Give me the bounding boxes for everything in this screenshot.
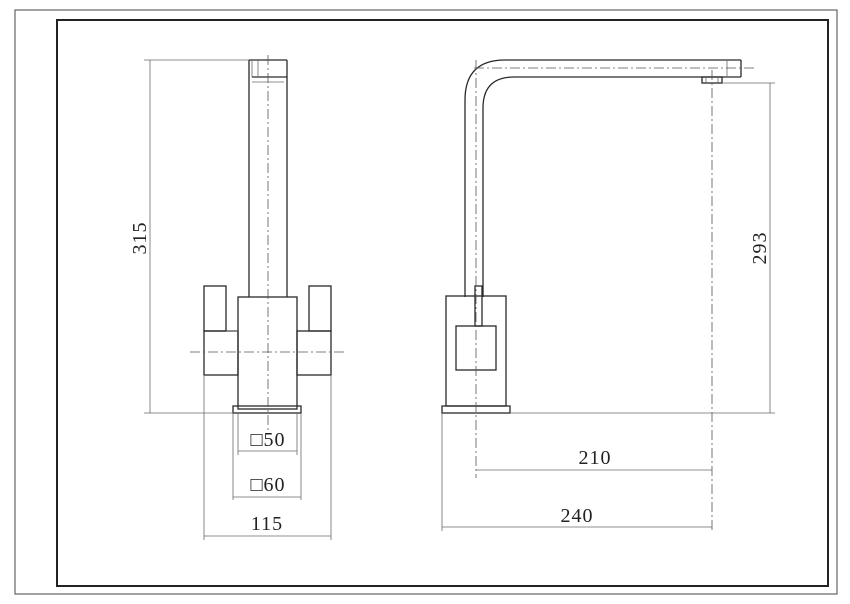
dimension-315: 315 [129,59,249,414]
dimension-label-square-60: □60 [250,474,285,496]
dimension-label-210: 210 [579,447,612,469]
dimension-label-115: 115 [251,513,283,535]
drawing-frame [14,9,838,595]
side-spout [464,59,742,297]
dimension-label-240: 240 [561,505,594,527]
dimension-base-squares: □50 □60 [232,413,302,500]
right-handle [296,285,332,376]
dimension-label-293: 293 [749,232,771,265]
dimension-115: 115 [203,375,332,540]
front-base [232,405,302,414]
dimension-293: 293 [510,82,775,414]
dimension-240: 240 [441,413,712,531]
front-body [237,296,298,410]
front-view [190,55,345,430]
side-view [441,59,755,530]
dimension-210: 210 [476,447,712,471]
dimension-label-315: 315 [129,222,151,255]
dimension-label-square-50: □50 [250,429,285,451]
left-handle [203,285,239,376]
